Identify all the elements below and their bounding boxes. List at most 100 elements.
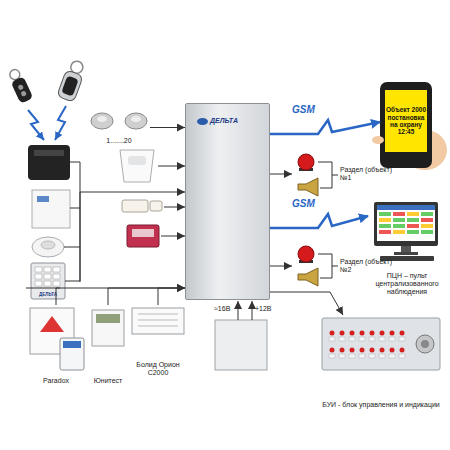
- led: [390, 348, 395, 353]
- node-text: Болид Орион С2000: [128, 361, 188, 377]
- led-labels: [329, 337, 405, 358]
- connector: [270, 292, 343, 315]
- cell: [407, 218, 419, 222]
- control-indication-unit: БУИ - блок управления и индикации: [318, 315, 444, 409]
- cell: [393, 218, 405, 222]
- power-wire: [238, 301, 239, 320]
- cell: [379, 230, 391, 234]
- detector-center: [131, 116, 141, 122]
- cell: [393, 224, 405, 228]
- led-tag: [369, 354, 375, 358]
- control-cabinet: ДЕЛЬТА: [185, 103, 270, 300]
- wire: [70, 208, 80, 209]
- led-tag: [329, 337, 335, 341]
- wireless-detector: [91, 113, 113, 129]
- fob-button: [17, 84, 24, 91]
- key: [35, 281, 42, 286]
- led-tag: [399, 354, 405, 358]
- monitoring-console: ПЦН – пульт централизованного наблюдения: [368, 200, 446, 296]
- bui-panel: [322, 318, 440, 370]
- magnetic-contact: [122, 200, 148, 212]
- led: [400, 348, 405, 353]
- sensor-wire: [161, 236, 185, 237]
- fob-body: [11, 76, 34, 104]
- expansion-module: [32, 190, 70, 228]
- connector: [56, 288, 185, 305]
- led-row: [330, 331, 405, 353]
- connector: [158, 288, 185, 305]
- fob-face: [61, 75, 78, 96]
- wire: [64, 247, 80, 248]
- radio-link: [55, 106, 66, 140]
- strobe-lamp: [298, 246, 314, 262]
- node-text: Юнитест: [94, 377, 123, 385]
- detector-center: [97, 116, 107, 122]
- led: [380, 331, 385, 336]
- node-text: Объект 2000 постановка на охрану 12:45: [385, 106, 427, 136]
- sensor-wire: [158, 166, 185, 167]
- keypad-body: [31, 263, 65, 299]
- horn-siren: [298, 178, 318, 196]
- led-tag: [399, 337, 405, 341]
- panel-device: Юнитест: [88, 305, 128, 385]
- led: [370, 331, 375, 336]
- key: [53, 274, 60, 279]
- monitor-base: [394, 252, 418, 255]
- key: [44, 267, 51, 272]
- cell: [407, 224, 419, 228]
- phone-body: [380, 82, 432, 168]
- led-tag: [359, 354, 365, 358]
- fob-button: [20, 90, 27, 97]
- led: [380, 348, 385, 353]
- led-tag: [389, 354, 395, 358]
- bracket: [318, 254, 338, 278]
- vent: [138, 320, 178, 321]
- node-text: ДЕЛЬТА: [39, 292, 57, 297]
- horn-siren: [298, 268, 318, 286]
- sensor-wire: [164, 207, 185, 208]
- gsm-link: [270, 214, 368, 228]
- led: [360, 348, 365, 353]
- led: [330, 348, 335, 353]
- screen-table: [379, 212, 433, 234]
- led: [350, 331, 355, 336]
- connector: [150, 127, 185, 128]
- voltage-label: ≈16В: [214, 305, 230, 312]
- key-switch: [416, 335, 434, 353]
- cell: [379, 218, 391, 222]
- node-text: Paradox: [43, 377, 69, 385]
- gsm-link: [270, 120, 380, 134]
- phone-screen: [385, 90, 427, 152]
- strobe-lamp: [298, 154, 314, 170]
- bracket: [318, 162, 338, 188]
- glass-break-sensor: [127, 225, 159, 247]
- sensor-detail: [132, 229, 154, 237]
- led-tag: [339, 337, 345, 341]
- cell: [393, 212, 405, 216]
- unitest-panel: [92, 310, 124, 346]
- led-tag: [379, 354, 385, 358]
- node-text: Раздел (объект) №1: [340, 166, 398, 182]
- panel-device: Болид Орион С2000: [128, 305, 188, 377]
- detector-center: [41, 241, 55, 249]
- bolid-panel: [132, 308, 184, 334]
- cell: [379, 212, 391, 216]
- paradox-keypad: [60, 338, 84, 370]
- key: [35, 267, 42, 272]
- contact-magnet: [150, 201, 162, 211]
- led: [370, 348, 375, 353]
- led: [400, 331, 405, 336]
- monitor-stand: [401, 246, 411, 252]
- voltage-label: +12В: [255, 305, 272, 312]
- thumb: [372, 136, 384, 144]
- led: [350, 348, 355, 353]
- wire: [80, 162, 81, 282]
- cell: [421, 218, 433, 222]
- vent: [138, 326, 178, 327]
- screen-header: [377, 205, 435, 210]
- connector: [270, 174, 292, 175]
- panel-logo: [40, 316, 64, 332]
- led: [390, 331, 395, 336]
